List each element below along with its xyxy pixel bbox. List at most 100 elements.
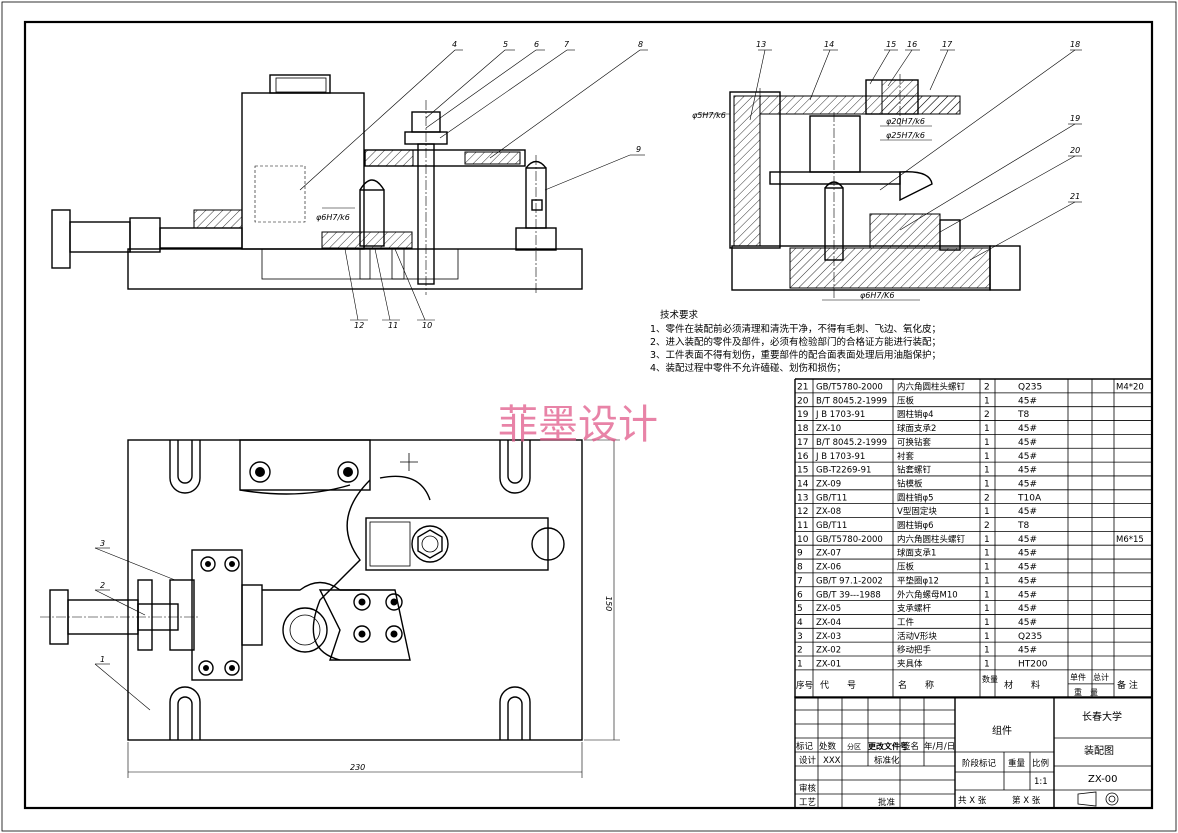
side-view [729, 74, 1021, 300]
bom-name: 球面支承1 [897, 548, 936, 559]
tb-mark: 标记 [796, 741, 814, 752]
balloon-9: 9 [636, 145, 641, 154]
bom-header-material: 材 料 [1004, 679, 1040, 691]
balloon-12: 12 [354, 321, 364, 330]
dim-height: 150 [604, 596, 613, 611]
tb-stage: 阶段标记 [962, 758, 997, 769]
tb-weight: 重量 [1008, 758, 1026, 769]
bom-qty: 1 [984, 632, 990, 642]
bom-seq: 2 [797, 646, 803, 656]
tb-scale-label: 比例 [1032, 758, 1049, 769]
bom-seq: 16 [797, 452, 809, 462]
bom-qty: 2 [984, 521, 990, 531]
balloon-16: 16 [907, 40, 917, 49]
bom-qty: 2 [984, 410, 990, 420]
bom-seq: 17 [797, 438, 808, 448]
bom-seq: 14 [797, 479, 809, 489]
tb-school: 长春大学 [1082, 710, 1122, 723]
fit-side-top1: φ20H7/k6 [886, 117, 925, 126]
bom-seq: 5 [797, 604, 803, 614]
balloon-14: 14 [824, 40, 834, 49]
tb-design-name: XXX [823, 756, 841, 766]
bom-code: ZX-03 [816, 632, 841, 642]
bom-seq: 15 [797, 466, 808, 476]
tb-drawing-no: ZX-00 [1088, 774, 1118, 785]
bom-qty: 1 [984, 438, 990, 448]
bom-material: 45# [1018, 479, 1037, 489]
balloon-18: 18 [1070, 40, 1080, 49]
bom-header-code: 代 号 [820, 680, 856, 691]
bom-code: ZX-07 [816, 549, 841, 559]
bom-name: V型固定块 [897, 506, 937, 517]
bom-qty: 1 [984, 424, 990, 434]
bom-seq: 3 [797, 632, 803, 642]
bom-code: ZX-04 [816, 618, 841, 628]
bom-material: 45# [1018, 590, 1037, 600]
bom-qty: 1 [984, 590, 990, 600]
bom-code: J B 1703-91 [815, 452, 865, 462]
balloon-3: 3 [100, 539, 105, 548]
bom-name: 移动把手 [897, 645, 932, 656]
bom-code: ZX-09 [816, 479, 841, 489]
bom-code: ZX-02 [816, 646, 841, 656]
bom-name: 钻套螺钉 [897, 465, 932, 476]
bom-header-qty: 数量 [982, 674, 998, 684]
bom-name: 夹具体 [897, 659, 923, 670]
bom-header-remark: 备 注 [1117, 679, 1138, 691]
bom-material: 45# [1018, 507, 1037, 517]
bom-qty: 1 [984, 535, 990, 545]
bom-seq: 18 [797, 424, 809, 434]
bom-material: 45# [1018, 618, 1037, 628]
bom-material: 45# [1018, 396, 1037, 406]
bom-name: 外六角螺母M10 [897, 589, 958, 600]
balloon-4: 4 [452, 40, 457, 49]
front-view [51, 74, 583, 295]
bom-code: ZX-01 [816, 660, 841, 670]
bom-header-weight: 重 量 [1074, 687, 1098, 697]
balloon-6: 6 [534, 40, 539, 49]
watermark: 菲墨设计 [498, 402, 658, 448]
bom-code: GB/T 39---1988 [816, 590, 881, 600]
bom-seq: 11 [797, 521, 808, 531]
bom-material: T8 [1017, 410, 1029, 420]
bom-material: 45# [1018, 604, 1037, 614]
bom-qty: 1 [984, 549, 990, 559]
bom-seq: 1 [797, 660, 803, 670]
bom-name: 工件 [897, 617, 915, 628]
bom-code: GB/T5780-2000 [816, 535, 883, 545]
bom-code: ZX-10 [816, 424, 841, 434]
bom-code: GB-T2269-91 [816, 466, 871, 476]
bom-name: 圆柱销φ6 [897, 520, 934, 531]
bom-material: T10A [1017, 493, 1042, 503]
bom-material: 45# [1018, 535, 1037, 545]
bom-code: GB/T11 [816, 493, 847, 503]
bom-header-total: 总计 [1093, 672, 1109, 682]
tb-count: 处数 [819, 741, 837, 752]
bom-name: 压板 [897, 562, 915, 573]
bom-material: HT200 [1018, 660, 1048, 670]
balloon-5: 5 [503, 40, 508, 49]
bom-name: 内六角圆柱头螺钉 [897, 382, 966, 393]
bom-name: 球面支承2 [897, 423, 936, 434]
bom-code: ZX-08 [816, 507, 841, 517]
bom-material: 45# [1018, 438, 1037, 448]
fit-side-bottom: φ6H7/K6 [860, 291, 895, 300]
bom-code: B/T 8045.2-1999 [816, 438, 887, 448]
tb-sheet-no: 第 X 张 [1012, 795, 1041, 806]
bom-qty: 1 [984, 660, 990, 670]
fit-side-top2: φ25H7/k6 [886, 131, 925, 140]
bom-material: 45# [1018, 646, 1037, 656]
bom-qty: 1 [984, 563, 990, 573]
bom-material: 45# [1018, 424, 1037, 434]
balloon-7: 7 [564, 40, 570, 49]
bom-seq: 21 [797, 383, 808, 393]
bom-code: J B 1703-91 [815, 410, 865, 420]
tech-note-4: 4、装配过程中零件不允许磕碰、划伤和损伤； [650, 362, 846, 374]
bom-qty: 2 [984, 493, 990, 503]
tb-standardize: 标准化 [874, 755, 900, 766]
tb-review: 审核 [799, 783, 817, 794]
tb-change-doc: 更改文件号 [868, 741, 908, 751]
balloon-10: 10 [422, 321, 432, 330]
title-block [794, 696, 1153, 809]
